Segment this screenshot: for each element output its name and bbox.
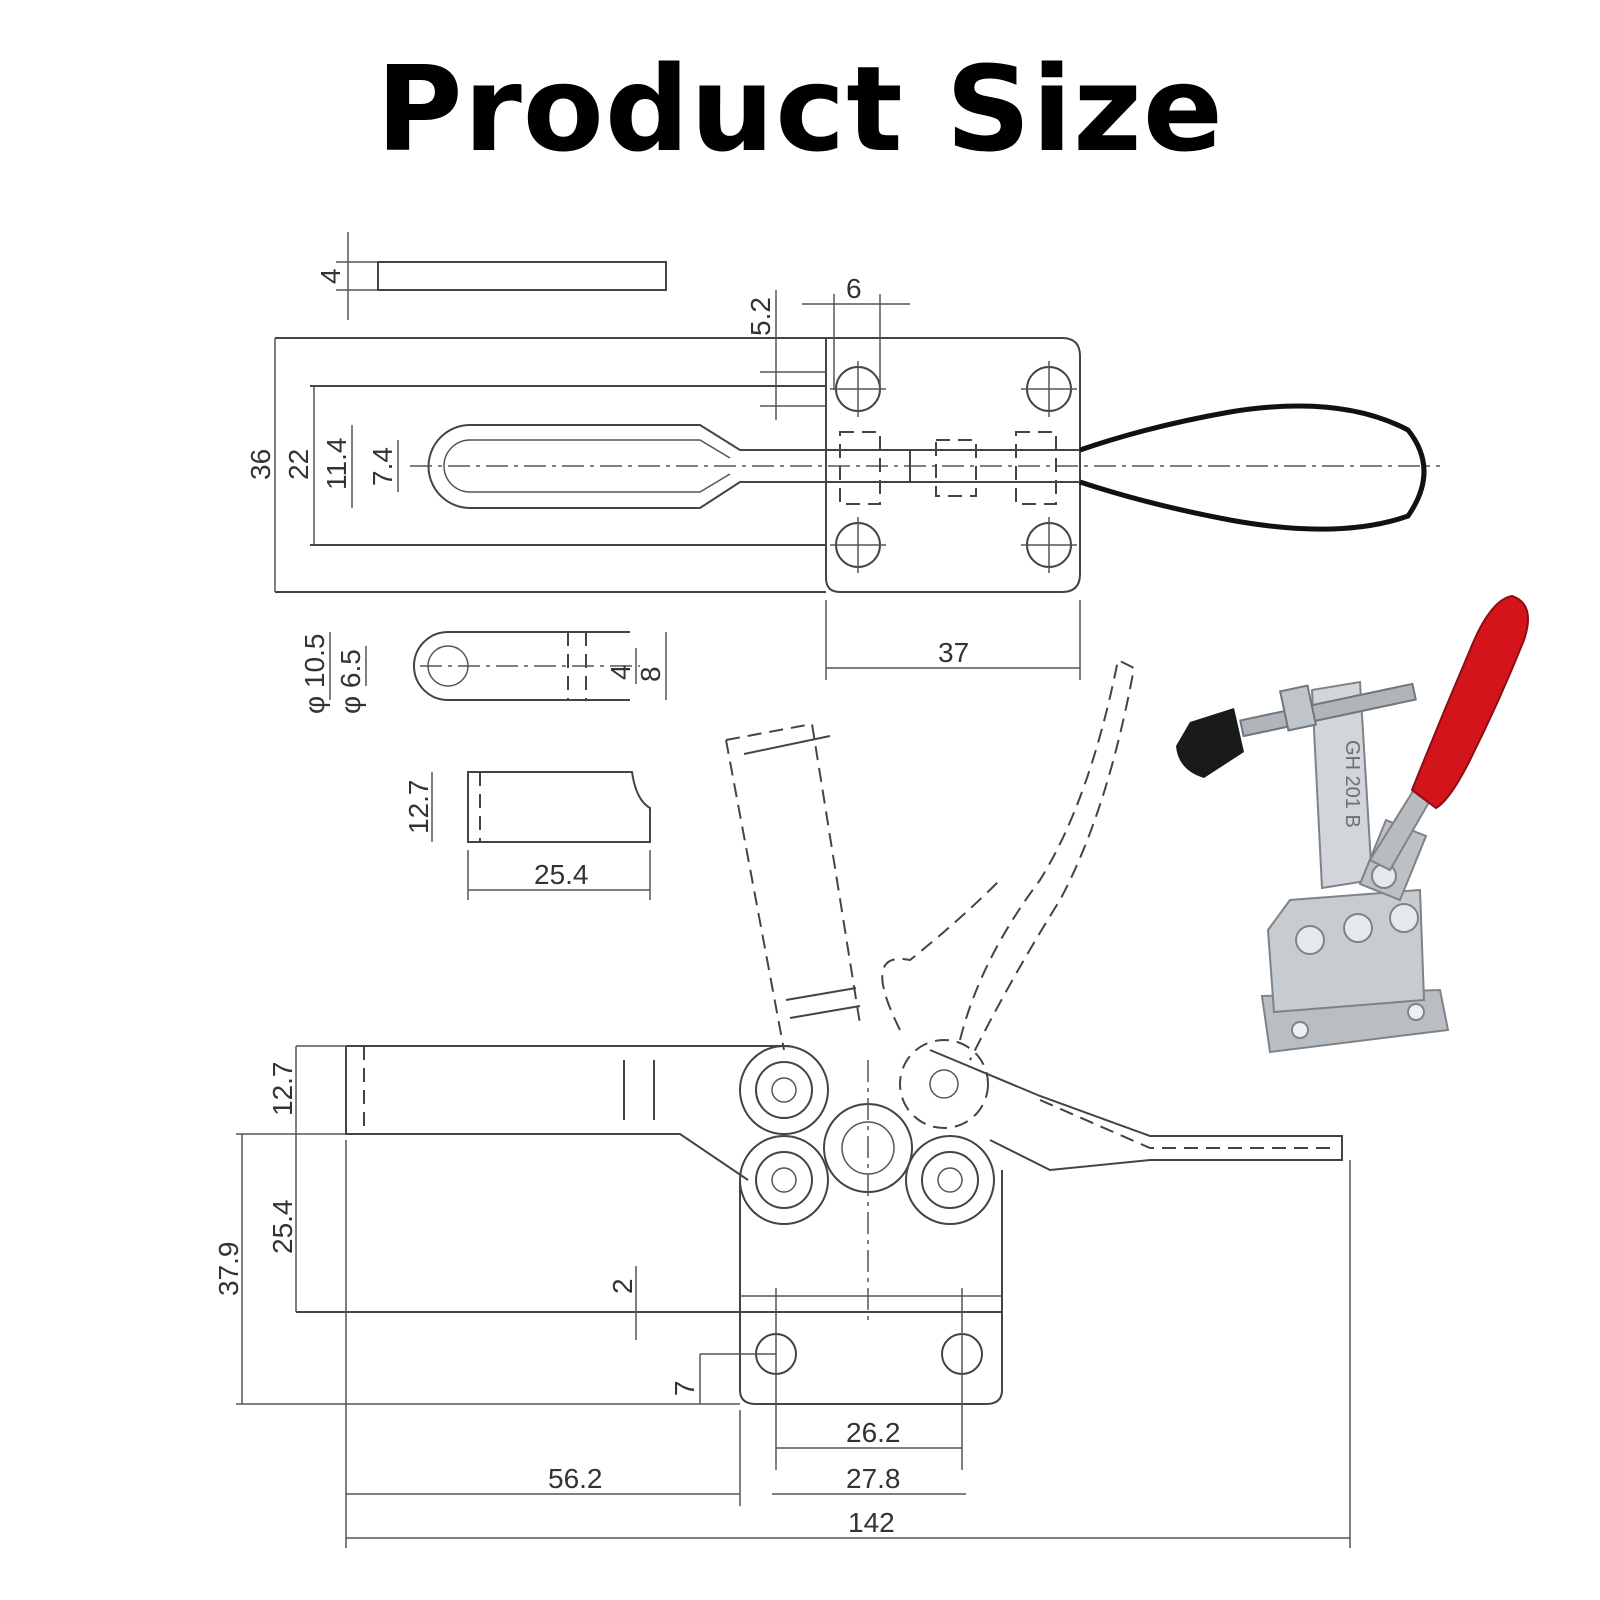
link-bar-view: φ 10.5 φ 6.5 4 8 — [299, 631, 667, 714]
dim-hole-offset: 7 — [669, 1380, 700, 1396]
dim-hole-spacing-b: 27.8 — [846, 1463, 901, 1494]
dim-total-length: 142 — [848, 1507, 895, 1538]
dim-base-length-top: 37 — [938, 637, 969, 668]
dim-slot-width: 11.4 — [321, 438, 352, 490]
dim-side-body: 25.4 — [267, 1200, 298, 1255]
page-title: Product Size — [376, 40, 1224, 178]
dim-front-length: 56.2 — [548, 1463, 603, 1494]
dim-slot-inner: 7.4 — [367, 447, 398, 486]
pivot-pin — [905, 1135, 995, 1225]
mount-hole — [830, 517, 886, 573]
dim-base-width: 36 — [245, 449, 276, 480]
dim-slot-outer: 22 — [283, 449, 314, 480]
pivot-pin — [739, 1135, 829, 1225]
dim-arm-length: 25.4 — [534, 859, 589, 890]
side-view: 12.7 25.4 37.9 2 7 26.2 27.8 56.2 142 — [213, 658, 1351, 1548]
mount-hole — [830, 361, 886, 417]
dim-hole-spacing-top: 6 — [846, 273, 862, 304]
pivot-pin — [739, 1045, 829, 1135]
base-hole — [755, 1288, 797, 1470]
mount-hole — [1021, 517, 1077, 573]
mount-hole — [1021, 361, 1077, 417]
product-marking: GH 201 B — [1341, 740, 1363, 828]
toggle-clamp-photo: GH 201 B — [1176, 594, 1529, 1054]
dim-total-height: 37.9 — [213, 1242, 244, 1297]
dim-bar-width: 8 — [635, 666, 666, 682]
base-hole — [941, 1288, 983, 1470]
dim-side-arm-height: 12.7 — [267, 1062, 298, 1117]
arm-strip — [377, 261, 667, 291]
red-handle-grip — [1410, 594, 1529, 810]
top-view: 4 36 22 11.4 7.4 — [245, 232, 1440, 680]
pivot-pin — [899, 1039, 989, 1129]
side-handle — [929, 1049, 1343, 1172]
dim-bar-outer-dia: φ 10.5 — [299, 634, 330, 714]
arm-profile-view: 12.7 25.4 — [403, 771, 651, 900]
dim-hole-spacing-a: 26.2 — [846, 1417, 901, 1448]
dim-base-thickness: 2 — [607, 1278, 638, 1294]
dim-bar-inner-dia: φ 6.5 — [335, 649, 366, 714]
dim-hole-dia-top: 5.2 — [745, 297, 776, 336]
dim-bar-slot: 4 — [605, 664, 636, 680]
dim-arm-height: 12.7 — [403, 780, 434, 835]
dim-top-thickness: 4 — [315, 268, 346, 284]
base-plate — [825, 337, 1081, 593]
handle-outline — [1079, 403, 1427, 532]
